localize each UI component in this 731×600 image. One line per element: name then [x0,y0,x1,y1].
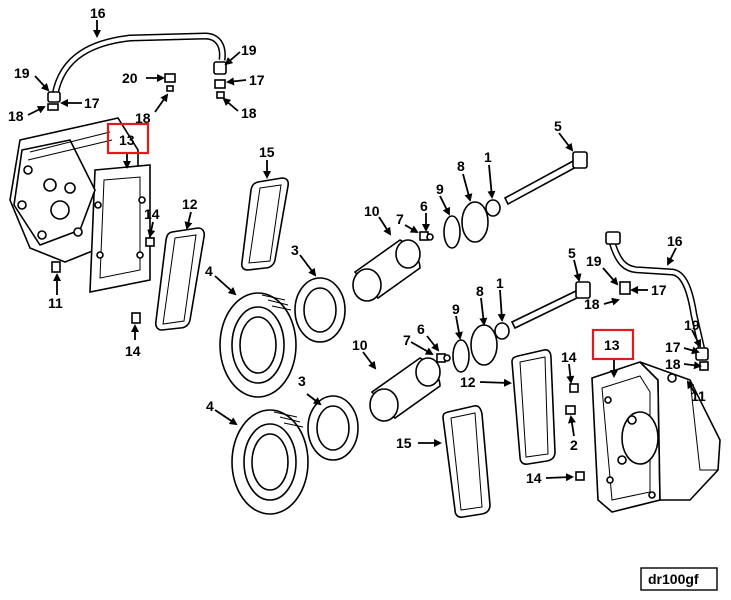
callout-19-top: 19 [241,42,257,58]
right-gasket-12 [511,349,556,465]
lower-gear-set [231,353,451,515]
callout-12: 12 [182,196,198,212]
lower-bolt-5 [510,288,583,330]
callout-20: 20 [122,70,138,86]
callout-10: 10 [364,203,380,219]
callout-9-right: 9 [452,301,460,317]
callout-17-right-lower: 17 [665,339,681,355]
highlight-box-13-right [591,328,635,361]
right-hydraulic-hose [605,231,709,371]
right-bolt-14a [569,383,579,393]
left-gasket-12 [154,227,206,331]
callout-14-right: 14 [561,349,577,365]
callout-14: 14 [144,206,160,222]
callout-7: 7 [396,211,404,227]
callout-11-right: 11 [691,388,706,404]
upper-gear-set [219,231,434,398]
callout-3-right: 3 [298,373,306,389]
callout-14-lower: 14 [125,343,141,359]
right-bolt-14b [575,471,585,481]
reference-code-box: dr100gf [640,567,718,591]
left-bolt-11 [51,261,61,273]
callout-13: 13 [119,132,135,148]
callout-19: 19 [14,65,30,81]
callout-7-right: 7 [403,332,411,348]
callout-18: 18 [8,108,24,124]
callout-4-right: 4 [206,398,214,414]
callout-19-right: 19 [586,253,602,269]
callout-3: 3 [291,242,299,258]
callout-10-right: 10 [352,337,368,353]
callout-18-right: 18 [584,296,600,312]
callout-labels: 16 19 17 18 20 18 19 17 18 13 14 11 14 1… [8,5,706,486]
callout-4: 4 [205,263,213,279]
callout-6: 6 [420,198,428,214]
callout-8-right: 8 [476,283,484,299]
callout-19-right-lower: 19 [684,317,700,333]
callout-17-right: 17 [651,282,667,298]
left-gasket-15 [240,177,290,271]
lower-oring-9 [452,339,470,373]
callout-13-right: 13 [604,337,620,353]
callout-5-right: 5 [568,245,576,261]
callout-15: 15 [259,144,275,160]
leader-arrows [27,20,702,482]
callout-17: 17 [84,95,100,111]
left-bolt-14b [131,312,141,324]
callout-14-right-lower: 14 [526,470,542,486]
highlight-box-13-left [106,122,150,155]
callout-12-right: 12 [460,374,476,390]
callout-6-right: 6 [417,321,425,337]
callout-18-center: 18 [135,110,151,126]
right-gasket-15 [442,405,491,518]
callout-11: 11 [48,295,63,311]
upper-oring-9 [443,215,461,249]
callout-9: 9 [436,181,444,197]
callout-15-right: 15 [396,435,412,451]
left-gear-housing [9,117,151,293]
callout-8: 8 [457,158,465,174]
callout-18-top: 18 [241,105,257,121]
left-bolt-14a [145,237,155,247]
callout-17-top: 17 [249,72,265,88]
lower-washer-1 [494,322,510,340]
reference-code: dr100gf [648,571,699,587]
upper-bolt-5 [503,158,580,206]
callout-1: 1 [484,149,492,165]
callout-16: 16 [90,5,106,21]
right-gear-housing [591,361,721,513]
lower-oring-8 [470,324,498,366]
left-hydraulic-hose [47,32,227,111]
right-pin-2 [565,405,576,415]
callout-1-right: 1 [496,275,504,291]
upper-washer-1 [485,199,501,217]
upper-oring-8 [461,201,489,243]
callout-2-right: 2 [570,437,578,453]
callout-18-right-lower: 18 [665,356,681,372]
callout-16-right: 16 [667,233,683,249]
callout-5: 5 [554,118,562,134]
